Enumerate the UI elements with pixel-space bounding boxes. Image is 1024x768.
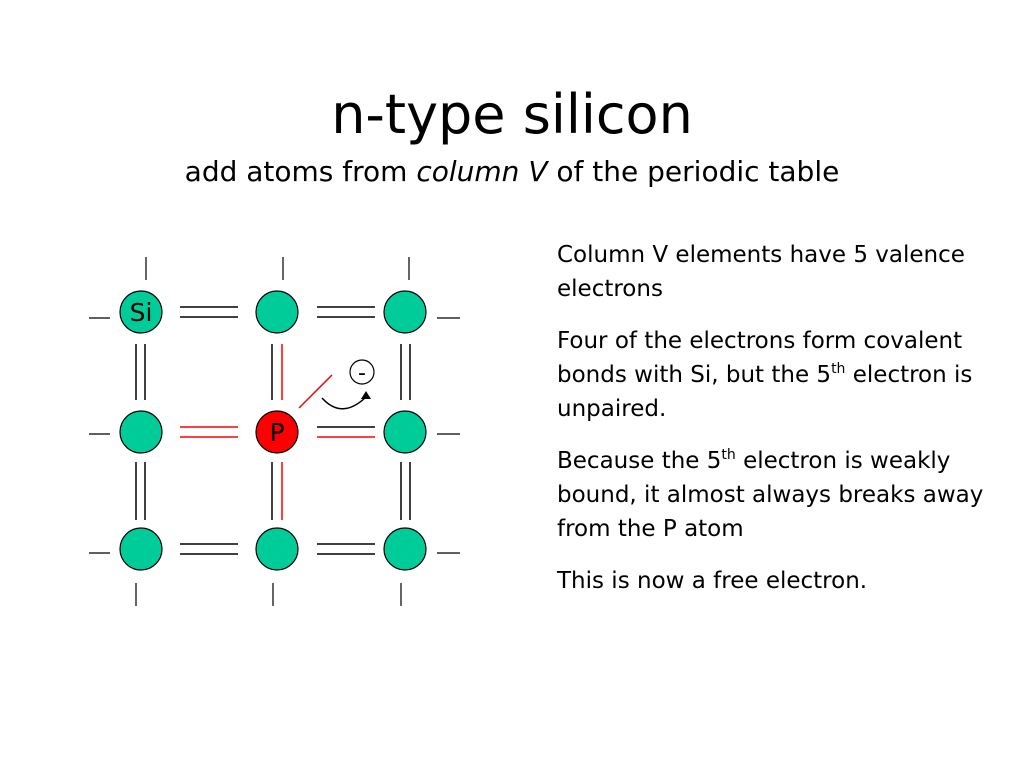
si-atom-r2c3 <box>383 410 427 454</box>
bond-row1-right <box>317 306 375 318</box>
si-atom-r1c3 <box>383 290 427 334</box>
explanation-p3-sup: th <box>721 447 736 463</box>
slide-subtitle: add atoms from column V of the periodic … <box>0 154 1024 190</box>
explanation-p2: Four of the electrons form covalent bond… <box>557 324 997 426</box>
si-atom-r3c3 <box>383 527 427 571</box>
explanation-p3: Because the 5th electron is weakly bound… <box>557 444 997 546</box>
explanation-p3-start: Because the 5 <box>557 448 722 474</box>
free-electron <box>349 359 375 385</box>
si-atom-r3c2 <box>255 527 299 571</box>
si-label: Si <box>130 298 153 327</box>
dopant-bonds <box>180 344 375 520</box>
subtitle-text-start: add atoms from <box>184 155 408 188</box>
atoms <box>119 290 427 571</box>
bond-row2-left <box>180 426 238 438</box>
explanation-p2-start: Four of the electrons form covalent bond… <box>557 328 963 388</box>
bond-row1-left <box>180 306 238 318</box>
bond-col3-top <box>400 344 411 400</box>
si-atom-r2c1 <box>119 410 163 454</box>
bond-row3-left <box>180 543 238 555</box>
explanation-p4: This is now a free electron. <box>557 568 868 594</box>
electron-motion-arrow <box>321 391 371 410</box>
explanation-p2-sup: th <box>831 361 846 377</box>
horizontal-bonds <box>180 306 375 555</box>
p-atom <box>255 410 299 454</box>
explanation-p1: Column V elements have 5 valence electro… <box>557 242 965 302</box>
explanation-text: Column V elements have 5 valence electro… <box>557 238 997 616</box>
electron-label: - <box>358 361 366 386</box>
bond-col3-bottom <box>400 462 411 520</box>
unpaired-electron-bond <box>298 374 333 409</box>
subtitle-text-end: of the periodic table <box>556 155 840 188</box>
si-atom-r1c1 <box>119 290 163 334</box>
vertical-bonds <box>135 344 411 520</box>
bond-col1-top <box>135 344 146 400</box>
bond-row3-right <box>317 543 375 555</box>
subtitle-emphasis: column V <box>416 155 548 188</box>
si-atom-r1c2 <box>255 290 299 334</box>
p-label: P <box>269 418 284 447</box>
si-atom-r3c1 <box>119 527 163 571</box>
bond-col1-bottom <box>135 462 146 520</box>
explanation-p3-end: electron is weakly bound, it almost alwa… <box>557 448 984 542</box>
slide-title: n-type silicon <box>331 83 693 146</box>
outer-bond-stubs <box>89 257 460 606</box>
explanation-p2-end: electron is unpaired. <box>557 362 973 422</box>
